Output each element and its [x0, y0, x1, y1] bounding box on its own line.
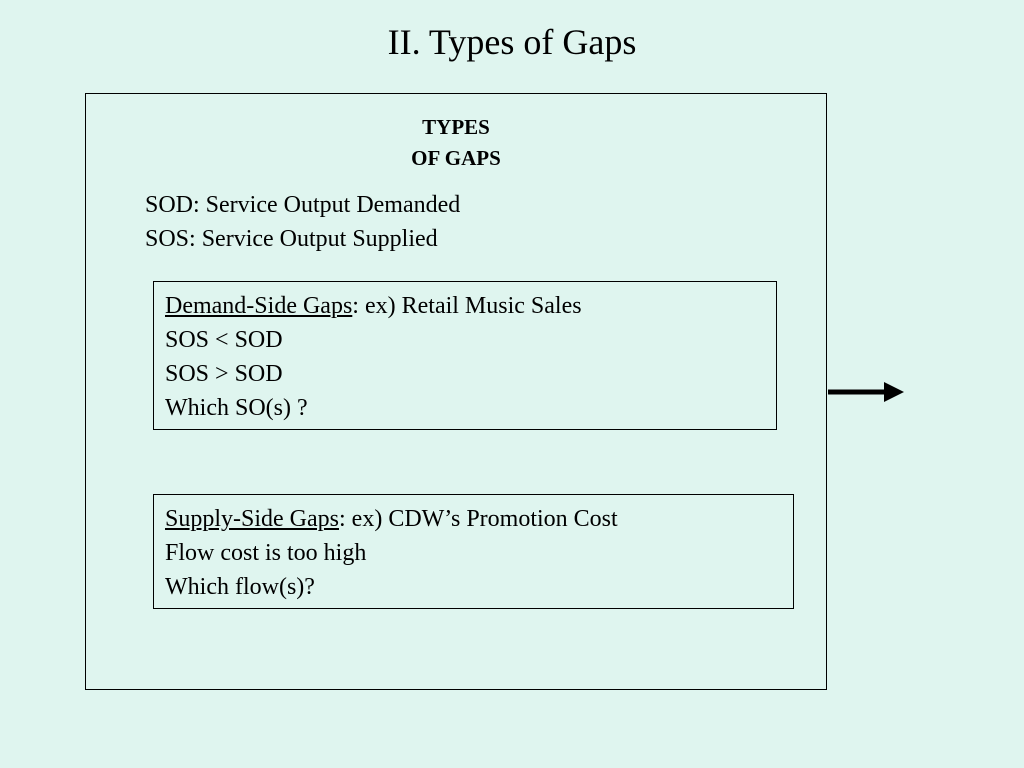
- right-arrow-icon: [828, 382, 904, 402]
- supply-side-gaps-box: Supply-Side Gaps: ex) CDW’s Promotion Co…: [153, 494, 794, 609]
- diagram-heading-line-1: TYPES: [422, 115, 490, 139]
- demand-side-line: SOS < SOD: [165, 327, 283, 353]
- supply-side-line: Which flow(s)?: [165, 574, 315, 600]
- supply-side-line: Flow cost is too high: [165, 540, 367, 566]
- types-of-gaps-frame: [85, 93, 827, 690]
- definitions-list: SOD: Service Output Demanded SOS: Servic…: [145, 188, 460, 256]
- demand-side-line: SOS > SOD: [165, 361, 283, 387]
- demand-side-line: Which SO(s) ?: [165, 395, 308, 421]
- diagram-heading-line-2: OF GAPS: [411, 146, 501, 170]
- supply-side-example: : ex) CDW’s Promotion Cost: [339, 506, 618, 532]
- demand-side-gaps-box: Demand-Side Gaps: ex) Retail Music Sales…: [153, 281, 777, 430]
- supply-side-header: Supply-Side Gaps: ex) CDW’s Promotion Co…: [165, 502, 782, 536]
- demand-side-example: : ex) Retail Music Sales: [352, 293, 582, 319]
- definition-sos: SOS: Service Output Supplied: [145, 226, 438, 252]
- demand-side-header: Demand-Side Gaps: ex) Retail Music Sales: [165, 289, 765, 323]
- demand-side-term: Demand-Side Gaps: [165, 293, 353, 319]
- supply-side-term: Supply-Side Gaps: [165, 506, 339, 532]
- slide-title: II. Types of Gaps: [387, 22, 637, 62]
- definition-sod: SOD: Service Output Demanded: [145, 192, 461, 218]
- diagram-heading: TYPES OF GAPS: [85, 112, 827, 174]
